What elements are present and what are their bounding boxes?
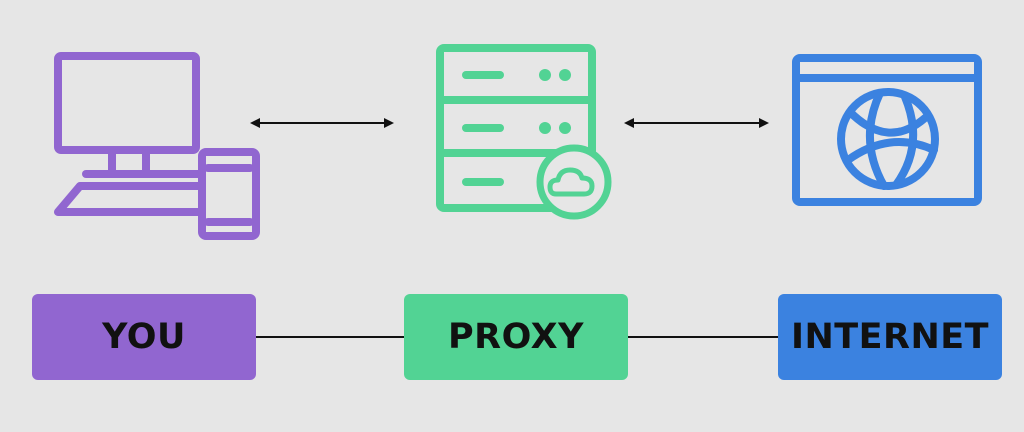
you-label: YOU (102, 317, 186, 357)
server-cloud-icon (436, 44, 612, 220)
internet-label: INTERNET (790, 317, 990, 357)
you-label-box: YOU (32, 294, 256, 380)
desktop-and-phone-icon (54, 52, 260, 240)
proxy-label-box: PROXY (404, 294, 628, 380)
proxy-label: PROXY (448, 317, 584, 357)
internet-label-box: INTERNET (778, 294, 1002, 380)
browser-globe-icon (792, 54, 982, 206)
